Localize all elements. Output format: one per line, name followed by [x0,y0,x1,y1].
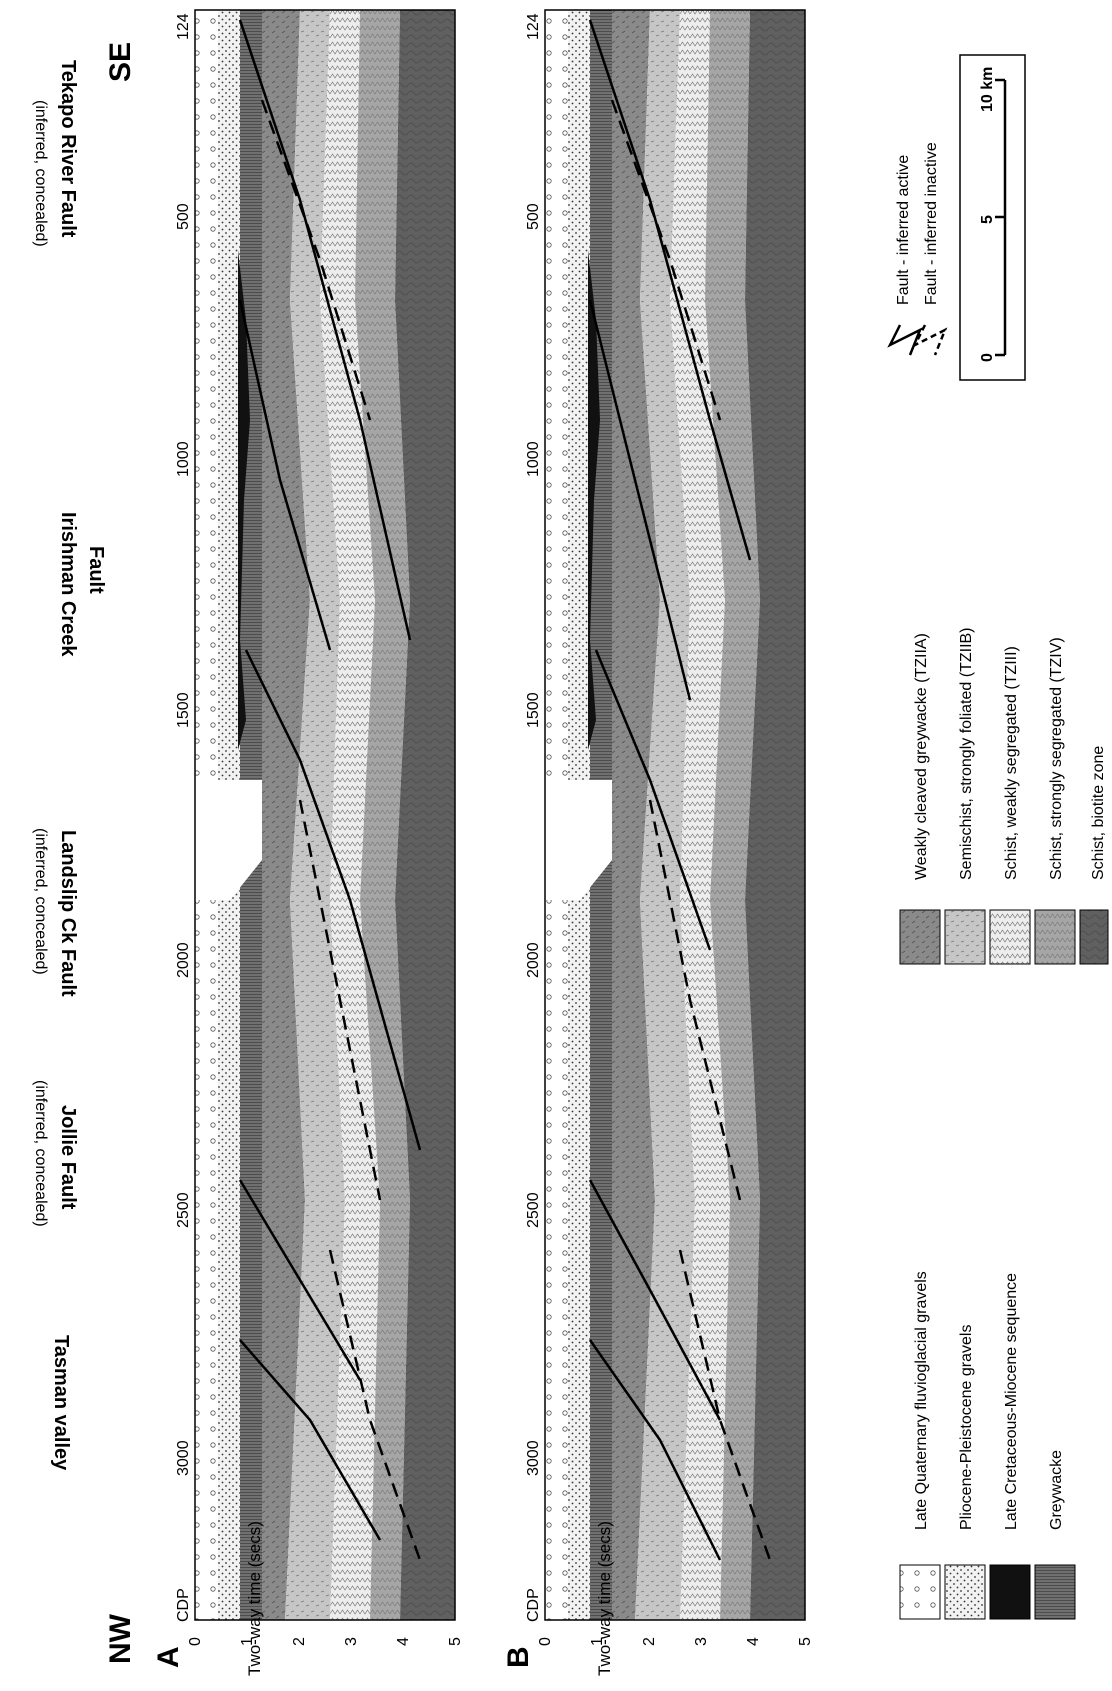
scale-label-0: 0 [979,353,996,362]
time-tick: 2 [291,1637,308,1646]
legend-middle: Weakly cleaved greywacke (TZIIA) Semisch… [900,627,1108,964]
time-tick: 3 [343,1637,360,1646]
cdp-tick: 3000 [175,1440,192,1476]
swatch-tziia [900,910,940,964]
cdp-ticks-b: 124 500 1000 1500 2000 2500 3000 [525,13,542,1476]
cdp-tick: 2500 [525,1192,542,1228]
legend-fault-inactive: Fault - inferred inactive [923,142,940,305]
swatch-tziib [945,910,985,964]
fault-note-landslip: (inferred, concealed) [32,828,49,975]
swatch-sediment [990,1565,1030,1619]
cdp-ticks-a: 124 500 1000 1500 2000 2500 3000 [175,13,192,1476]
time-tick: 0 [187,1637,204,1646]
swatch-tziii [990,910,1030,964]
cdp-tick: 2500 [175,1192,192,1228]
legend-greywacke: Greywacke [1048,1450,1065,1530]
cdp-tick: 500 [175,203,192,230]
scale-label-5: 5 [979,215,996,224]
swatch-pliocene [945,1565,985,1619]
cdp-tick: 1500 [525,692,542,728]
legend-tziv: Schist, strongly segregated (TZIV) [1048,637,1065,880]
cdp-tick: 500 [525,203,542,230]
fault-label-jollie: Jollie Fault [57,1105,79,1210]
fault-label-landslip: Landslip Ck Fault [57,830,79,997]
cdp-tick: 3000 [525,1440,542,1476]
cdp-tick: 124 [525,13,542,40]
swatch-greywacke [1035,1565,1075,1619]
cdp-label-a: CDP [175,1588,192,1622]
time-tick: 5 [447,1637,464,1646]
fault-labels: Tasman valley Jollie Fault (inferred, co… [32,60,107,1471]
legend-fault-active: Fault - inferred active [895,155,912,305]
cdp-tick: 124 [175,13,192,40]
time-tick: 4 [395,1637,412,1646]
panel-a [195,10,455,1620]
fault-label-irishman: Irishman Creek [57,512,79,657]
panel-b [545,10,805,1620]
legend-sediment: Late Cretaceous-Miocene sequence [1003,1273,1020,1530]
axis-label: Two-way time (secs) [595,1521,614,1676]
scale-bar: 0 5 10 km [960,55,1025,380]
fault-label-tasman: Tasman valley [50,1335,72,1471]
time-tick: 0 [537,1637,554,1646]
legend-tziii: Schist, weakly segregated (TZIII) [1003,646,1020,880]
legend-tziia: Weakly cleaved greywacke (TZIIA) [913,633,930,880]
compass-nw: NW [104,1613,137,1664]
cdp-label-b: CDP [525,1588,542,1622]
fault-label-irishman-2: Fault [85,546,107,594]
legend-left: Late Quaternary fluvioglacial gravels Pl… [900,1271,1075,1619]
cdp-tick: 2000 [525,942,542,978]
time-tick: 2 [641,1637,658,1646]
legend-tziib: Semischist, strongly foliated (TZIIB) [958,627,975,880]
legend-quaternary: Late Quaternary fluvioglacial gravels [913,1271,930,1530]
legend-pliocene: Pliocene-Pleistocene gravels [958,1325,975,1530]
time-tick: 3 [693,1637,710,1646]
legend-biotite: Schist, biotite zone [1090,746,1107,880]
fault-active-icon [890,325,920,355]
compass-se: SE [104,42,137,82]
swatch-tziv [1035,910,1075,964]
swatch-biotite [1080,910,1108,964]
fault-note-jollie: (inferred, concealed) [32,1080,49,1227]
fault-note-tekapo: (inferred, concealed) [32,100,49,247]
cdp-tick: 1500 [175,692,192,728]
axis-label: Two-way time (secs) [245,1521,264,1676]
cdp-tick: 1000 [525,441,542,477]
fault-label-tekapo: Tekapo River Fault [57,60,79,238]
panel-letter-a: A [152,1646,185,1668]
scale-label-10: 10 km [979,67,996,112]
legend-fault: Fault - inferred active Fault - inferred… [890,142,945,355]
time-tick: 5 [797,1637,814,1646]
cdp-tick: 1000 [175,441,192,477]
swatch-quaternary [900,1565,940,1619]
cdp-tick: 2000 [175,942,192,978]
panel-letter-b: B [502,1646,535,1668]
time-tick: 4 [745,1637,762,1646]
